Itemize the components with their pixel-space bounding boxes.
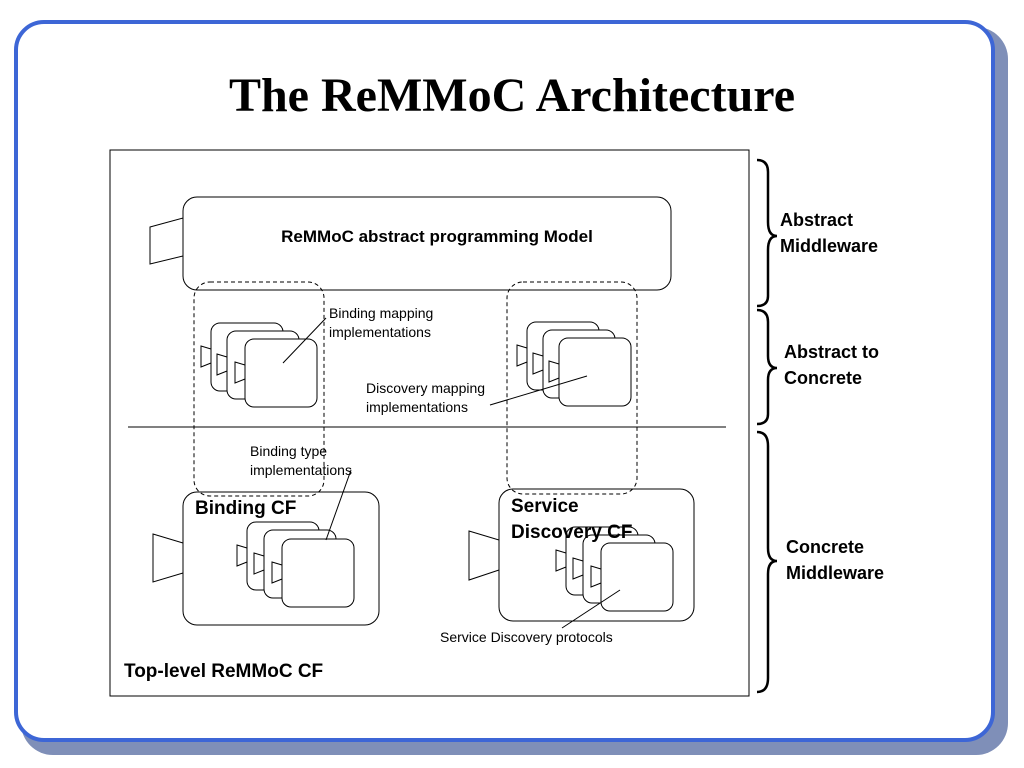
binding-mapping-leader [282,317,327,364]
abstract-model-component [149,196,672,291]
brace-abstract-middleware [756,158,778,308]
brace-abstract-to-concrete [756,308,778,426]
service-discovery-protocols-label: Service Discovery protocols [440,629,613,645]
abstract-model-box [182,196,672,291]
binding-cf-label: Binding CF [195,498,297,519]
top-level-cf-label: Top-level ReMMoC CF [124,661,324,682]
binding-cf-interface [152,533,184,583]
binding-type-label: Binding type implementations [250,443,352,478]
binding-type-stack [236,521,355,608]
binding-type-leader [325,469,352,541]
service-discovery-protocols-stack [555,526,674,612]
discovery-mapping-stack [516,321,632,407]
abstract-model-label: ReMMoC abstract programming Model [281,227,593,246]
brace-concrete-middleware [756,430,778,694]
service-discovery-protocols-leader [561,589,621,629]
binding-dashed-group [193,281,325,497]
binding-mapping-label: Binding mapping implementations [329,305,434,340]
layer-label-concrete-middleware: Concrete Middleware [786,537,885,583]
layer-label-abstract-middleware: Abstract Middleware [780,210,879,256]
discovery-mapping-label: Discovery mapping implementations [366,380,486,415]
discovery-dashed-group [506,281,638,495]
binding-mapping-stack [200,322,318,408]
service-discovery-cf-label: Service Discovery CF [511,496,633,543]
discovery-mapping-leader [489,375,588,406]
slide-title: The ReMMoC Architecture [228,69,796,122]
layer-label-abstract-to-concrete: Abstract to Concrete [784,342,880,388]
